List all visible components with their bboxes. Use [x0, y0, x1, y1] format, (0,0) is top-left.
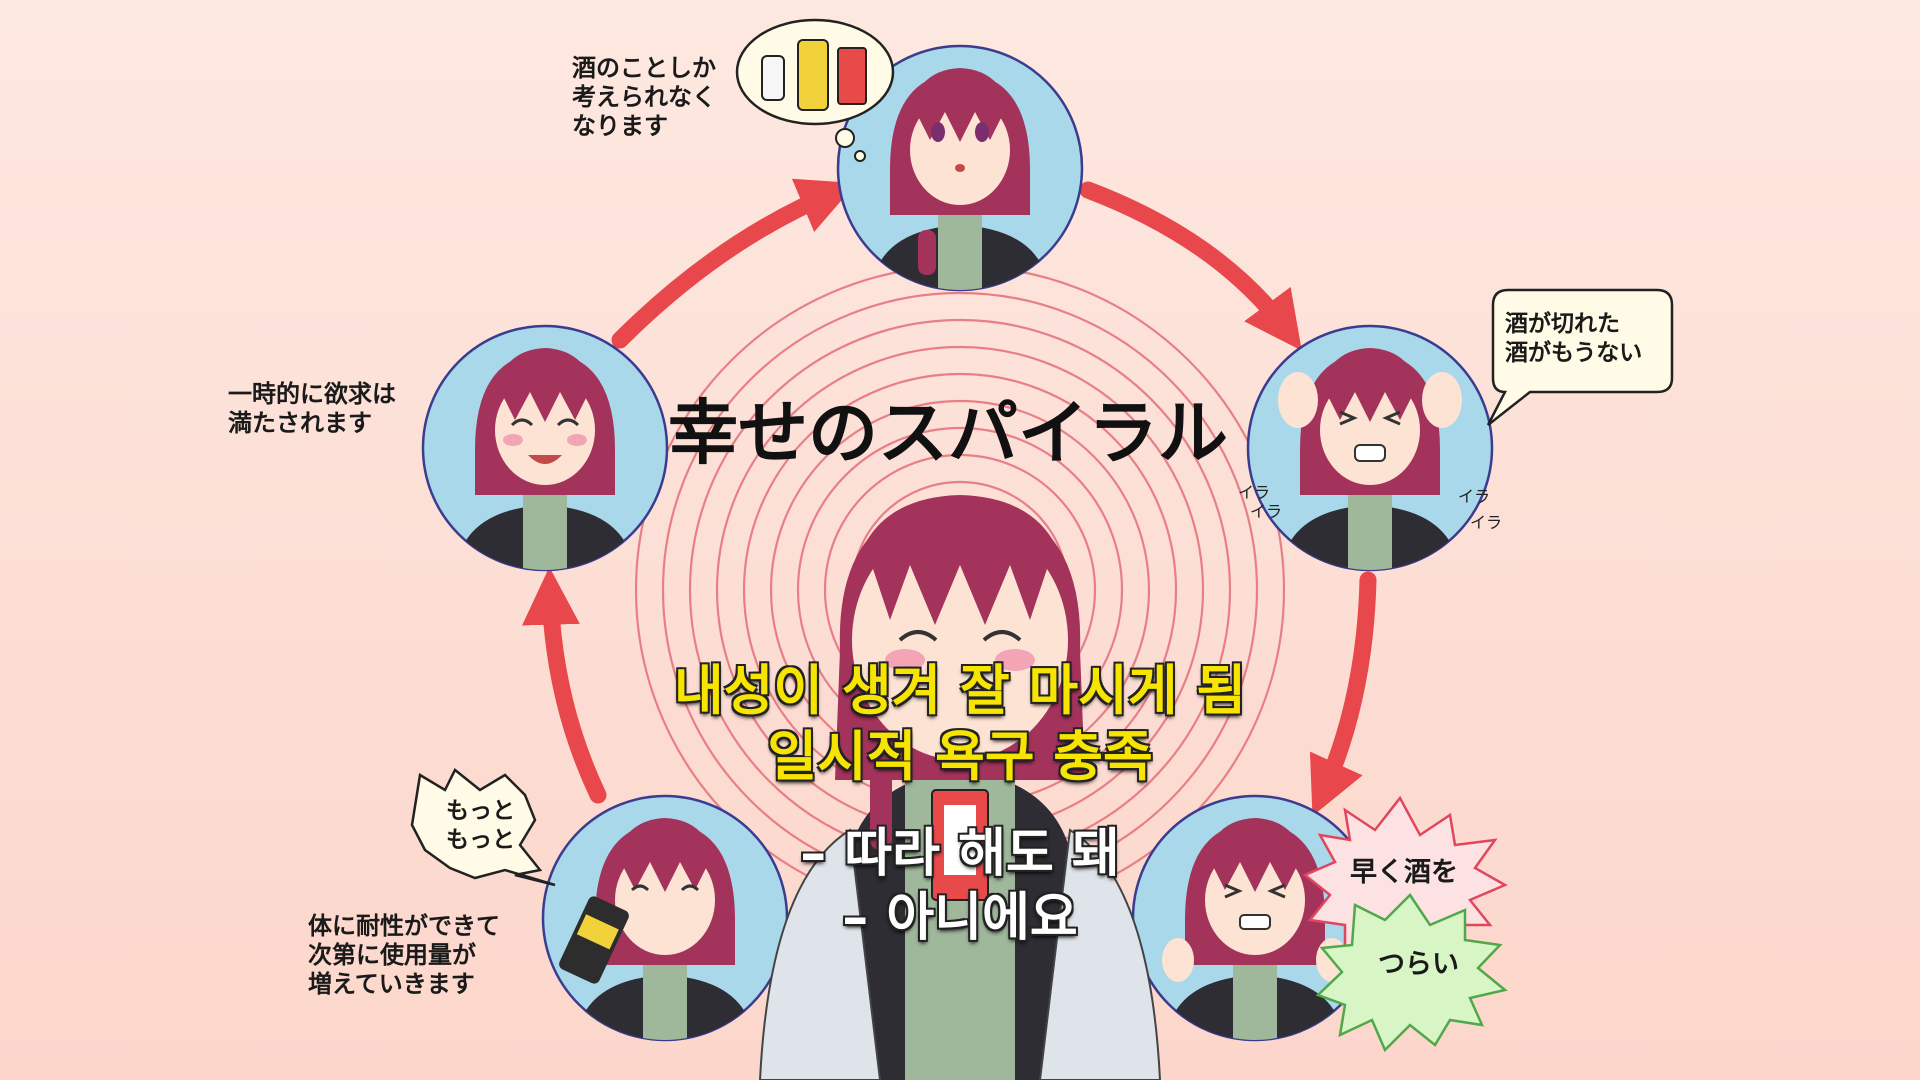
- arrow-left-to-top: [611, 178, 857, 349]
- caption-line: 増えていきます: [308, 970, 475, 998]
- caption-line: 満たされます: [228, 409, 372, 437]
- stage-circle-bottom-left: [541, 794, 789, 1042]
- stage-circle-top: [836, 44, 1084, 292]
- subtitle-line: 일시적 욕구 충족: [767, 725, 1153, 788]
- caption-line: なります: [572, 112, 668, 140]
- subtitle-line: – 아니에요: [842, 888, 1078, 948]
- bubble-text-right: 酒が切れた 酒がもうない: [1505, 310, 1642, 368]
- arrow-right-to-bottom-right: [1309, 571, 1377, 817]
- spiky-bubble-green: [1315, 893, 1508, 1053]
- beer-can-icon: [797, 39, 829, 111]
- central-character: [758, 495, 1162, 1080]
- sfx-ira-4: イラ: [1470, 513, 1502, 532]
- caption-bottom-left: 体に耐性ができて 次第に使用量が 増えていきます: [308, 912, 500, 999]
- sake-carton-icon: [837, 47, 867, 105]
- arrow-top-to-right: [1079, 181, 1302, 351]
- subtitle-korean-yellow: 내성이 생겨 잘 마시게 됨 일시적 욕구 충족: [0, 658, 1920, 790]
- stage-circle-bottom-right: [1131, 794, 1379, 1042]
- thought-bubble: [735, 18, 895, 162]
- bubble-line: もっと: [446, 827, 515, 853]
- bubble-line: もっと: [446, 798, 515, 824]
- caption-line: 考えられなく: [572, 83, 716, 111]
- caption-line: 酒のことしか: [572, 54, 716, 82]
- bubble-text-left-small: もっと もっと: [446, 797, 515, 855]
- bubble-line: 酒がもうない: [1505, 340, 1643, 366]
- caption-top: 酒のことしか 考えられなく なります: [572, 54, 716, 141]
- sfx-ira-1: イラ: [1238, 483, 1270, 502]
- sfx-ira-3: イラ: [1458, 487, 1490, 506]
- arrow-bottom-left-to-left: [522, 566, 607, 804]
- bubble-line: 酒が切れた: [1505, 311, 1620, 337]
- stage-circle-left: [421, 324, 669, 572]
- caption-line: 体に耐性ができて: [308, 912, 500, 940]
- speech-bubble-left-small: [410, 768, 556, 887]
- can-icon: [761, 55, 785, 101]
- caption-line: 一時的に欲求は: [228, 380, 396, 408]
- bubble-text-spiky-red: 早く酒を: [1350, 857, 1458, 888]
- subtitle-korean-white: – 따라 해도 돼 – 아니에요: [0, 822, 1920, 950]
- bubble-text-spiky-green: つらい: [1378, 949, 1459, 980]
- subtitle-line: – 따라 해도 돼: [800, 824, 1120, 884]
- speech-bubble-right: [1486, 288, 1674, 426]
- stage-circle-right: [1246, 324, 1494, 572]
- page-title: 幸せのスパイラル: [668, 391, 1228, 474]
- caption-left: 一時的に欲求は 満たされます: [228, 380, 396, 438]
- subtitle-line: 내성이 생겨 잘 마시게 됨: [674, 659, 1246, 722]
- sfx-ira-2: イラ: [1250, 502, 1282, 521]
- caption-line: 次第に使用量が: [308, 941, 476, 969]
